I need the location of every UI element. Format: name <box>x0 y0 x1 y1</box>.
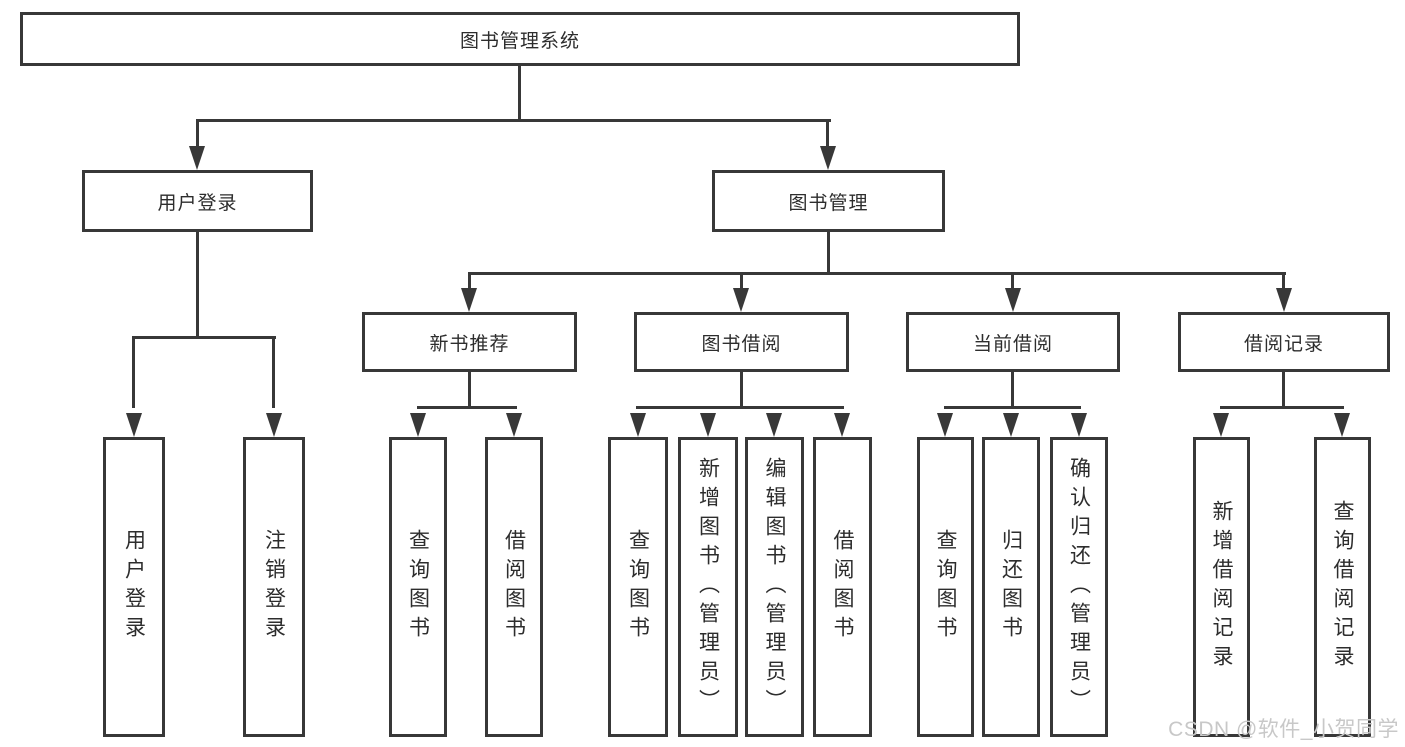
leaf-label: 查询图书 <box>406 529 430 645</box>
leaf-label: 编辑图书（管理员） <box>763 456 786 718</box>
arrowhead-icon <box>1003 413 1019 437</box>
leaf-query-books-recommend: 查询图书 <box>389 437 447 737</box>
connector-records-stem <box>1282 372 1285 409</box>
arrowhead-icon <box>1334 413 1350 437</box>
leaf-label: 查询图书 <box>626 529 650 645</box>
node-book-borrow: 图书借阅 <box>634 312 849 372</box>
arrowhead-icon <box>1005 288 1021 312</box>
node-user-login: 用户登录 <box>82 170 313 232</box>
connector-borrow-stem <box>740 372 743 409</box>
arrowhead-icon <box>834 413 850 437</box>
connector-drop <box>1282 272 1285 292</box>
leaf-label: 借阅图书 <box>502 529 526 645</box>
leaf-borrow-books-recommend: 借阅图书 <box>485 437 543 737</box>
node-new-book-recommend: 新书推荐 <box>362 312 577 372</box>
leaf-borrow-books-borrow: 借阅图书 <box>813 437 872 737</box>
arrowhead-icon <box>126 413 142 437</box>
arrowhead-icon <box>1071 413 1087 437</box>
leaf-edit-book-admin: 编辑图书（管理员） <box>745 437 804 737</box>
connector-root-bar <box>196 119 831 122</box>
leaf-add-borrow-record: 新增借阅记录 <box>1193 437 1250 737</box>
leaf-query-borrow-record: 查询借阅记录 <box>1314 437 1371 737</box>
arrowhead-icon <box>189 146 205 170</box>
leaf-label: 查询图书 <box>934 529 957 645</box>
node-current-borrow: 当前借阅 <box>906 312 1120 372</box>
arrowhead-icon <box>410 413 426 437</box>
leaf-query-books-current: 查询图书 <box>917 437 974 737</box>
connector-records-bar <box>1220 406 1344 409</box>
node-label: 新书推荐 <box>429 333 510 355</box>
watermark: CSDN @软件_小贺同学 <box>1168 718 1399 741</box>
connector-bookmgmt-bar <box>468 272 1286 275</box>
connector-userlogin-bar <box>132 336 276 339</box>
connector-drop <box>740 272 743 292</box>
arrowhead-icon <box>266 413 282 437</box>
node-label: 图书管理 <box>788 192 869 214</box>
connector-borrow-bar <box>636 406 844 409</box>
leaf-query-books-borrow: 查询图书 <box>608 437 668 737</box>
leaf-label: 确认归还（管理员） <box>1067 456 1091 718</box>
leaf-label: 用户登录 <box>122 529 146 645</box>
leaf-label: 新增借阅记录 <box>1210 500 1233 674</box>
node-label: 图书借阅 <box>701 333 782 355</box>
connector-userlogin-stem <box>196 232 199 339</box>
leaf-label: 注销登录 <box>262 529 286 645</box>
arrowhead-icon <box>1213 413 1229 437</box>
arrowhead-icon <box>700 413 716 437</box>
arrowhead-icon <box>937 413 953 437</box>
connector-drop <box>132 336 135 408</box>
connector-current-bar <box>944 406 1081 409</box>
connector-drop <box>1011 272 1014 292</box>
leaf-user-login: 用户登录 <box>103 437 165 737</box>
arrowhead-icon <box>820 146 836 170</box>
connector-current-stem <box>1011 372 1014 409</box>
leaf-label: 借阅图书 <box>831 529 854 645</box>
arrowhead-icon <box>461 288 477 312</box>
node-label: 借阅记录 <box>1243 333 1324 355</box>
leaf-label: 新增图书（管理员） <box>696 456 720 718</box>
connector-recommend-stem <box>468 372 471 409</box>
arrowhead-icon <box>630 413 646 437</box>
connector-drop <box>468 272 471 292</box>
node-borrow-records: 借阅记录 <box>1178 312 1390 372</box>
leaf-add-book-admin: 新增图书（管理员） <box>678 437 738 737</box>
leaf-label: 归还图书 <box>999 529 1023 645</box>
connector-bookmgmt-stem <box>827 232 830 275</box>
node-book-management: 图书管理 <box>712 170 945 232</box>
node-label: 图书管理系统 <box>459 30 580 52</box>
arrowhead-icon <box>1276 288 1292 312</box>
arrowhead-icon <box>766 413 782 437</box>
leaf-label: 查询借阅记录 <box>1331 500 1354 674</box>
node-label: 当前借阅 <box>972 333 1053 355</box>
connector-recommend-bar <box>417 406 517 409</box>
arrowhead-icon <box>506 413 522 437</box>
connector-drop <box>272 336 275 408</box>
node-library-system: 图书管理系统 <box>20 12 1020 66</box>
node-label: 用户登录 <box>157 192 238 214</box>
connector-root-stem <box>518 66 521 122</box>
leaf-return-books: 归还图书 <box>982 437 1040 737</box>
connector-drop <box>196 119 199 149</box>
connector-drop <box>826 119 829 149</box>
leaf-logout: 注销登录 <box>243 437 305 737</box>
arrowhead-icon <box>733 288 749 312</box>
leaf-confirm-return-admin: 确认归还（管理员） <box>1050 437 1108 737</box>
